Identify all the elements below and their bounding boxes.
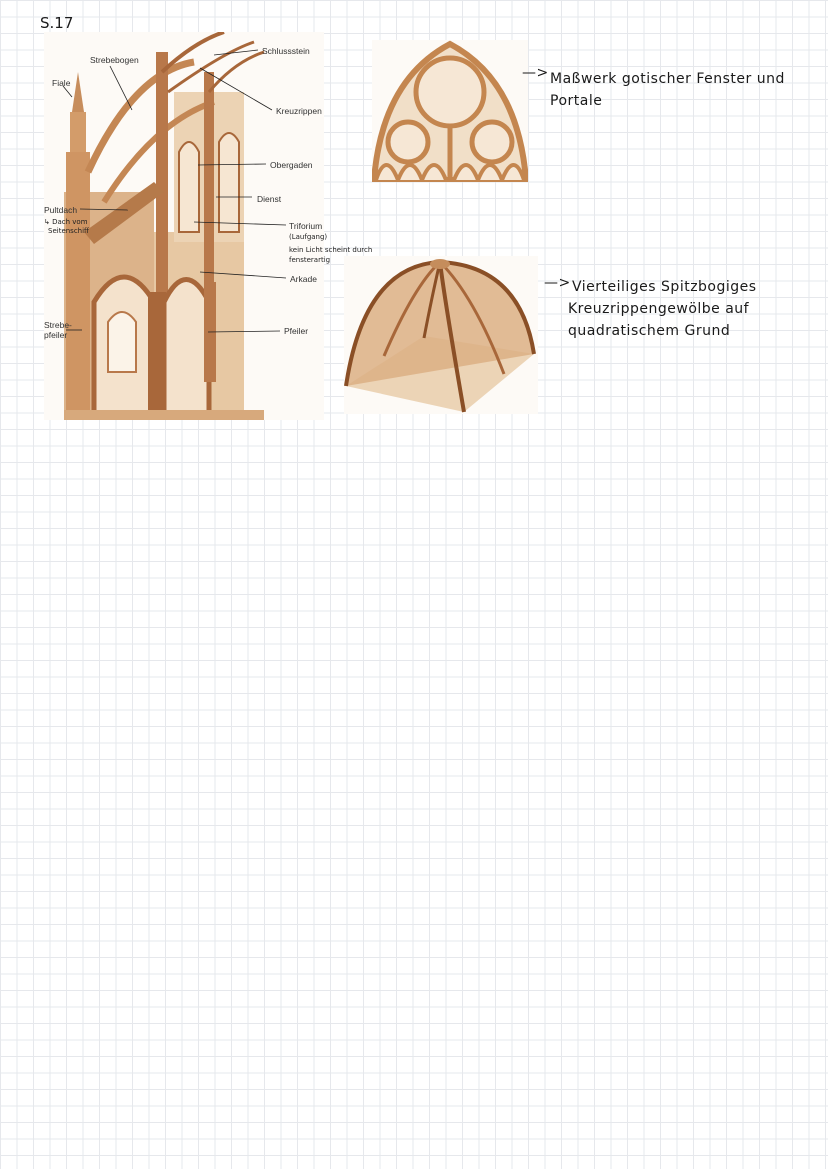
label-schlussstein: Schlussstein	[262, 46, 310, 56]
label-leader-lines	[62, 49, 287, 333]
label-dienst: Dienst	[257, 194, 282, 204]
tracery-note-line1: Maßwerk gotischer Fenster und	[550, 71, 785, 87]
cathedral-illustration	[44, 30, 324, 420]
label-arkade: Arkade	[290, 274, 317, 284]
label-strebepfeiler-1: Strebe-	[44, 320, 72, 330]
vault-note-line1: Vierteiliges Spitzbogiges	[572, 279, 757, 295]
label-triforium: Triforium	[289, 221, 323, 231]
note-triforium-3: fensterartig	[289, 256, 331, 264]
page-number: S.17	[40, 14, 74, 32]
tracery-drawing	[370, 40, 530, 183]
vault-note-arrow: —>	[544, 275, 571, 291]
note-triforium-2: kein Licht scheint durch	[289, 246, 373, 254]
label-strebebogen: Strebebogen	[90, 55, 139, 65]
note-pultdach-2: Seitenschiff	[48, 227, 89, 235]
note-triforium-1: (Laufgang)	[289, 233, 328, 241]
vault-note-line2: Kreuzrippengewölbe auf	[568, 301, 750, 317]
label-pultdach: Pultdach	[44, 205, 78, 215]
vault-drawing	[344, 259, 536, 413]
note-pultdach-1: ↳ Dach vom	[44, 218, 88, 226]
cathedral-drawing	[64, 30, 265, 420]
vault-illustration	[344, 256, 538, 414]
label-fiale: Fiale	[52, 78, 71, 88]
label-pfeiler: Pfeiler	[284, 326, 309, 336]
tracery-note-arrow: —>	[522, 65, 549, 81]
tracery-note-line2: Portale	[550, 93, 603, 109]
label-obergaden: Obergaden	[270, 160, 313, 170]
label-kreuzrippen: Kreuzrippen	[276, 106, 322, 116]
label-strebepfeiler-2: pfeiler	[44, 330, 68, 340]
tracery-illustration	[370, 40, 530, 183]
vault-note-line3: quadratischem Grund	[568, 323, 731, 339]
